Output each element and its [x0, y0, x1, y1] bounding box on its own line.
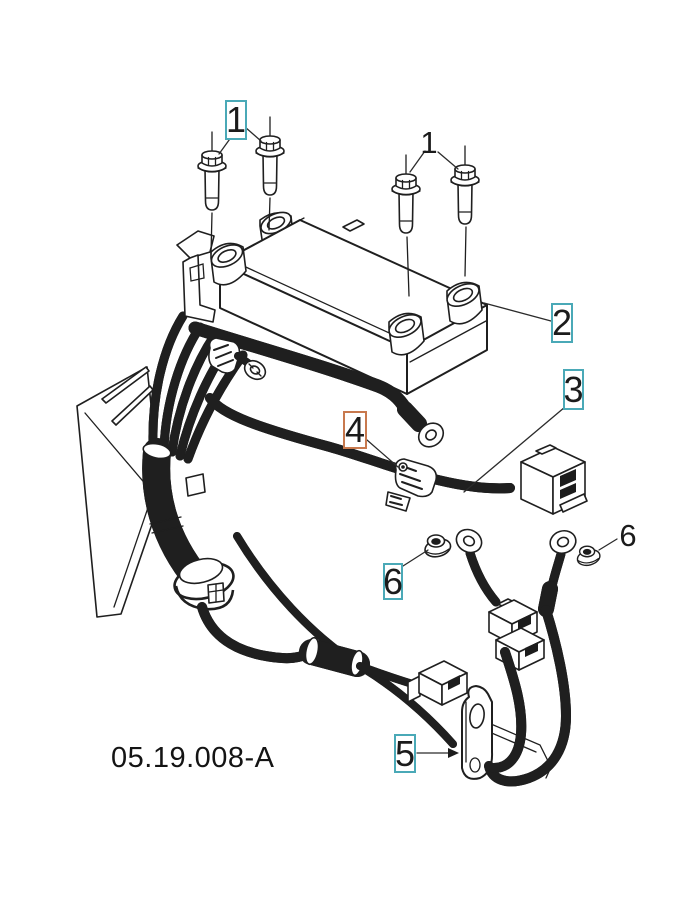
- cable-boot-grommet: [173, 557, 235, 611]
- callout-leader-lines: [218, 126, 618, 758]
- chassis-panel: [76, 366, 162, 618]
- callout-6-plain[interactable]: 6: [619, 517, 637, 553]
- callout-1-boxed[interactable]: 1: [225, 99, 247, 140]
- callout-5[interactable]: 5: [394, 732, 416, 774]
- flange-bolt-1: [197, 131, 227, 211]
- flange-bolt-4: [450, 145, 480, 225]
- battery-cable-loops: [465, 548, 572, 781]
- battery-cable-lower: [197, 602, 430, 692]
- callout-4[interactable]: 4: [343, 409, 367, 450]
- cable-sleeve: [142, 438, 212, 594]
- callout-2[interactable]: 2: [551, 302, 573, 343]
- flange-bolt-3: [391, 154, 421, 234]
- module-mount-front-left: [210, 242, 247, 286]
- diagram-part-code: 05.19.008-A: [111, 742, 275, 774]
- harness-cables: [188, 321, 515, 488]
- harness-clip: [208, 337, 267, 381]
- connector-stack: [488, 598, 545, 671]
- ring-terminal-right: [546, 526, 580, 558]
- callout-6-boxed[interactable]: 6: [382, 560, 404, 602]
- callout-1-plain[interactable]: 1: [420, 124, 438, 160]
- module-mount-back-right: [446, 281, 483, 325]
- module-mount-front-right: [388, 312, 425, 356]
- inline-connector-lower: [407, 660, 468, 706]
- callout-3[interactable]: 3: [563, 368, 584, 410]
- module-side-bracket: [176, 230, 216, 323]
- ring-terminal-left: [451, 524, 487, 558]
- flange-nut-right: [574, 545, 603, 569]
- bolt-axis-lines: [210, 197, 467, 297]
- cable-clamp-item4: [385, 458, 438, 512]
- flange-nut-left: [422, 534, 454, 561]
- harness-connector-item3: [520, 444, 588, 515]
- lower-support-cable: [233, 532, 457, 748]
- flange-bolt-2: [255, 116, 285, 196]
